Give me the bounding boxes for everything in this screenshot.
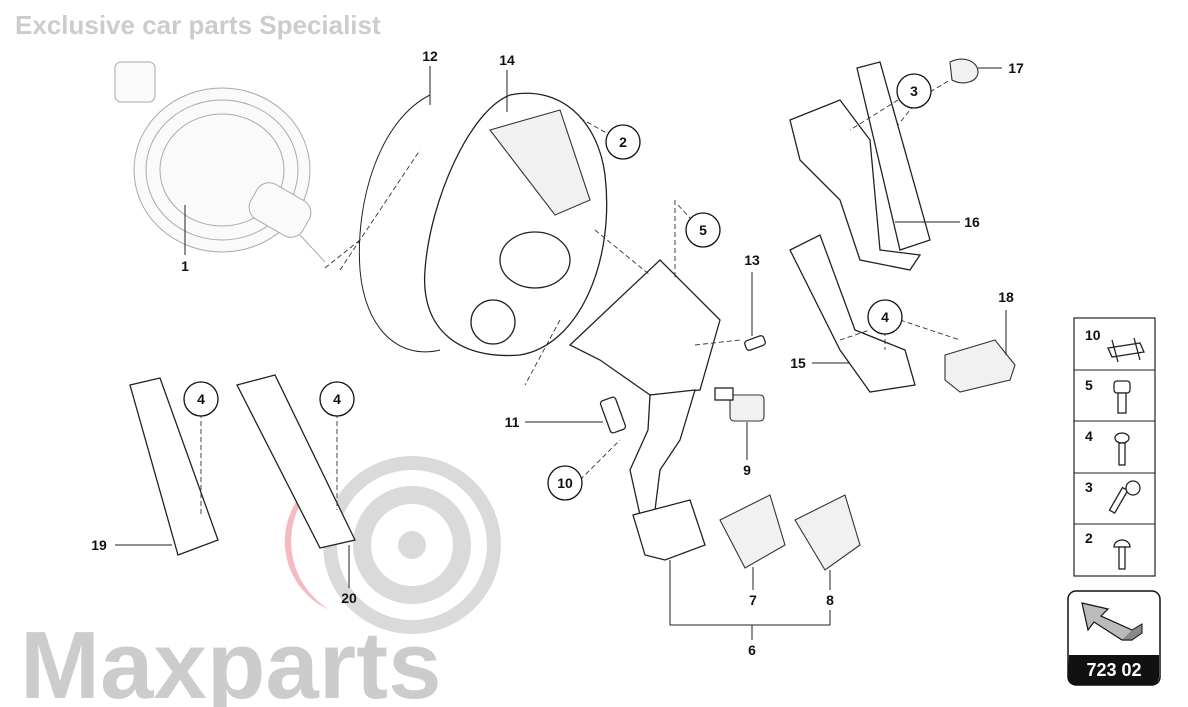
callout-18: 18	[998, 289, 1014, 305]
watermark-brand: Maxparts	[20, 612, 442, 707]
torx-screw-icon	[1108, 480, 1141, 514]
part-8-pedal-pad	[794, 494, 861, 571]
callout-15: 15	[790, 355, 806, 371]
callout-6: 6	[748, 642, 756, 658]
callout-20: 20	[341, 590, 357, 606]
circled-callouts: 2 3 5 4 4 4 10	[183, 73, 932, 501]
part-17-cap	[949, 58, 979, 84]
callout-1: 1	[181, 258, 189, 274]
callout-8: 8	[826, 592, 834, 608]
fastener-legend: 10 5 4 3 2	[1073, 317, 1156, 577]
callout-17: 17	[1008, 60, 1024, 76]
part-7-pedal-pad	[719, 494, 786, 569]
circled-callout-4: 4	[881, 309, 889, 325]
hex-bolt-icon	[1113, 380, 1131, 414]
callout-9: 9	[743, 462, 751, 478]
circled-callout-2: 2	[619, 134, 627, 150]
part-15-bracket	[789, 234, 916, 393]
legend-num: 4	[1085, 428, 1093, 444]
legend-row: 4	[1085, 428, 1130, 466]
part-13-bolt	[744, 335, 766, 351]
part-19-bracket	[129, 377, 219, 556]
legend-row: 3	[1085, 479, 1141, 514]
button-head-screw-icon	[1113, 539, 1131, 570]
callout-14: 14	[499, 52, 515, 68]
legend-row: 2	[1085, 530, 1131, 570]
circled-callout-4: 4	[333, 391, 341, 407]
legend-num: 10	[1085, 327, 1101, 343]
callout-7: 7	[749, 592, 757, 608]
callout-11: 11	[505, 414, 520, 430]
callout-13: 13	[744, 252, 760, 268]
legend-num: 5	[1085, 377, 1093, 393]
part-11-clevis	[599, 396, 627, 434]
part-9-switch	[714, 387, 765, 422]
pedal-housing	[423, 92, 608, 357]
part-20-bracket	[236, 374, 356, 549]
accelerator-pedal	[789, 61, 931, 271]
callout-19: 19	[91, 537, 107, 553]
circled-callout-5: 5	[699, 222, 707, 238]
legend-num: 2	[1085, 530, 1093, 546]
circled-callout-4: 4	[197, 391, 205, 407]
part-18-cover	[944, 339, 1016, 393]
callout-labels: 1 12 14 17 16 13 18 15 11 9 19 20 7 8 6	[91, 48, 1024, 658]
legend-row: 10	[1085, 327, 1145, 363]
brake-pedal-assembly	[568, 259, 721, 561]
callout-16: 16	[964, 214, 980, 230]
clip-icon	[1107, 337, 1145, 363]
watermark-tagline: Exclusive car parts Specialist	[15, 10, 381, 40]
legend-num: 3	[1085, 479, 1093, 495]
watermark: Maxparts Exclusive car parts Specialist	[15, 10, 501, 707]
flange-bolt-icon	[1114, 432, 1130, 466]
callout-12: 12	[422, 48, 438, 64]
circled-callout-3: 3	[910, 83, 918, 99]
legend-row: 5	[1085, 377, 1131, 414]
arrow-icon	[1081, 602, 1143, 641]
badge-code: 723 02	[1086, 660, 1141, 680]
circled-callout-10: 10	[557, 475, 573, 491]
page-reference-badge[interactable]: 723 02	[1067, 590, 1161, 686]
brake-booster	[114, 61, 326, 263]
